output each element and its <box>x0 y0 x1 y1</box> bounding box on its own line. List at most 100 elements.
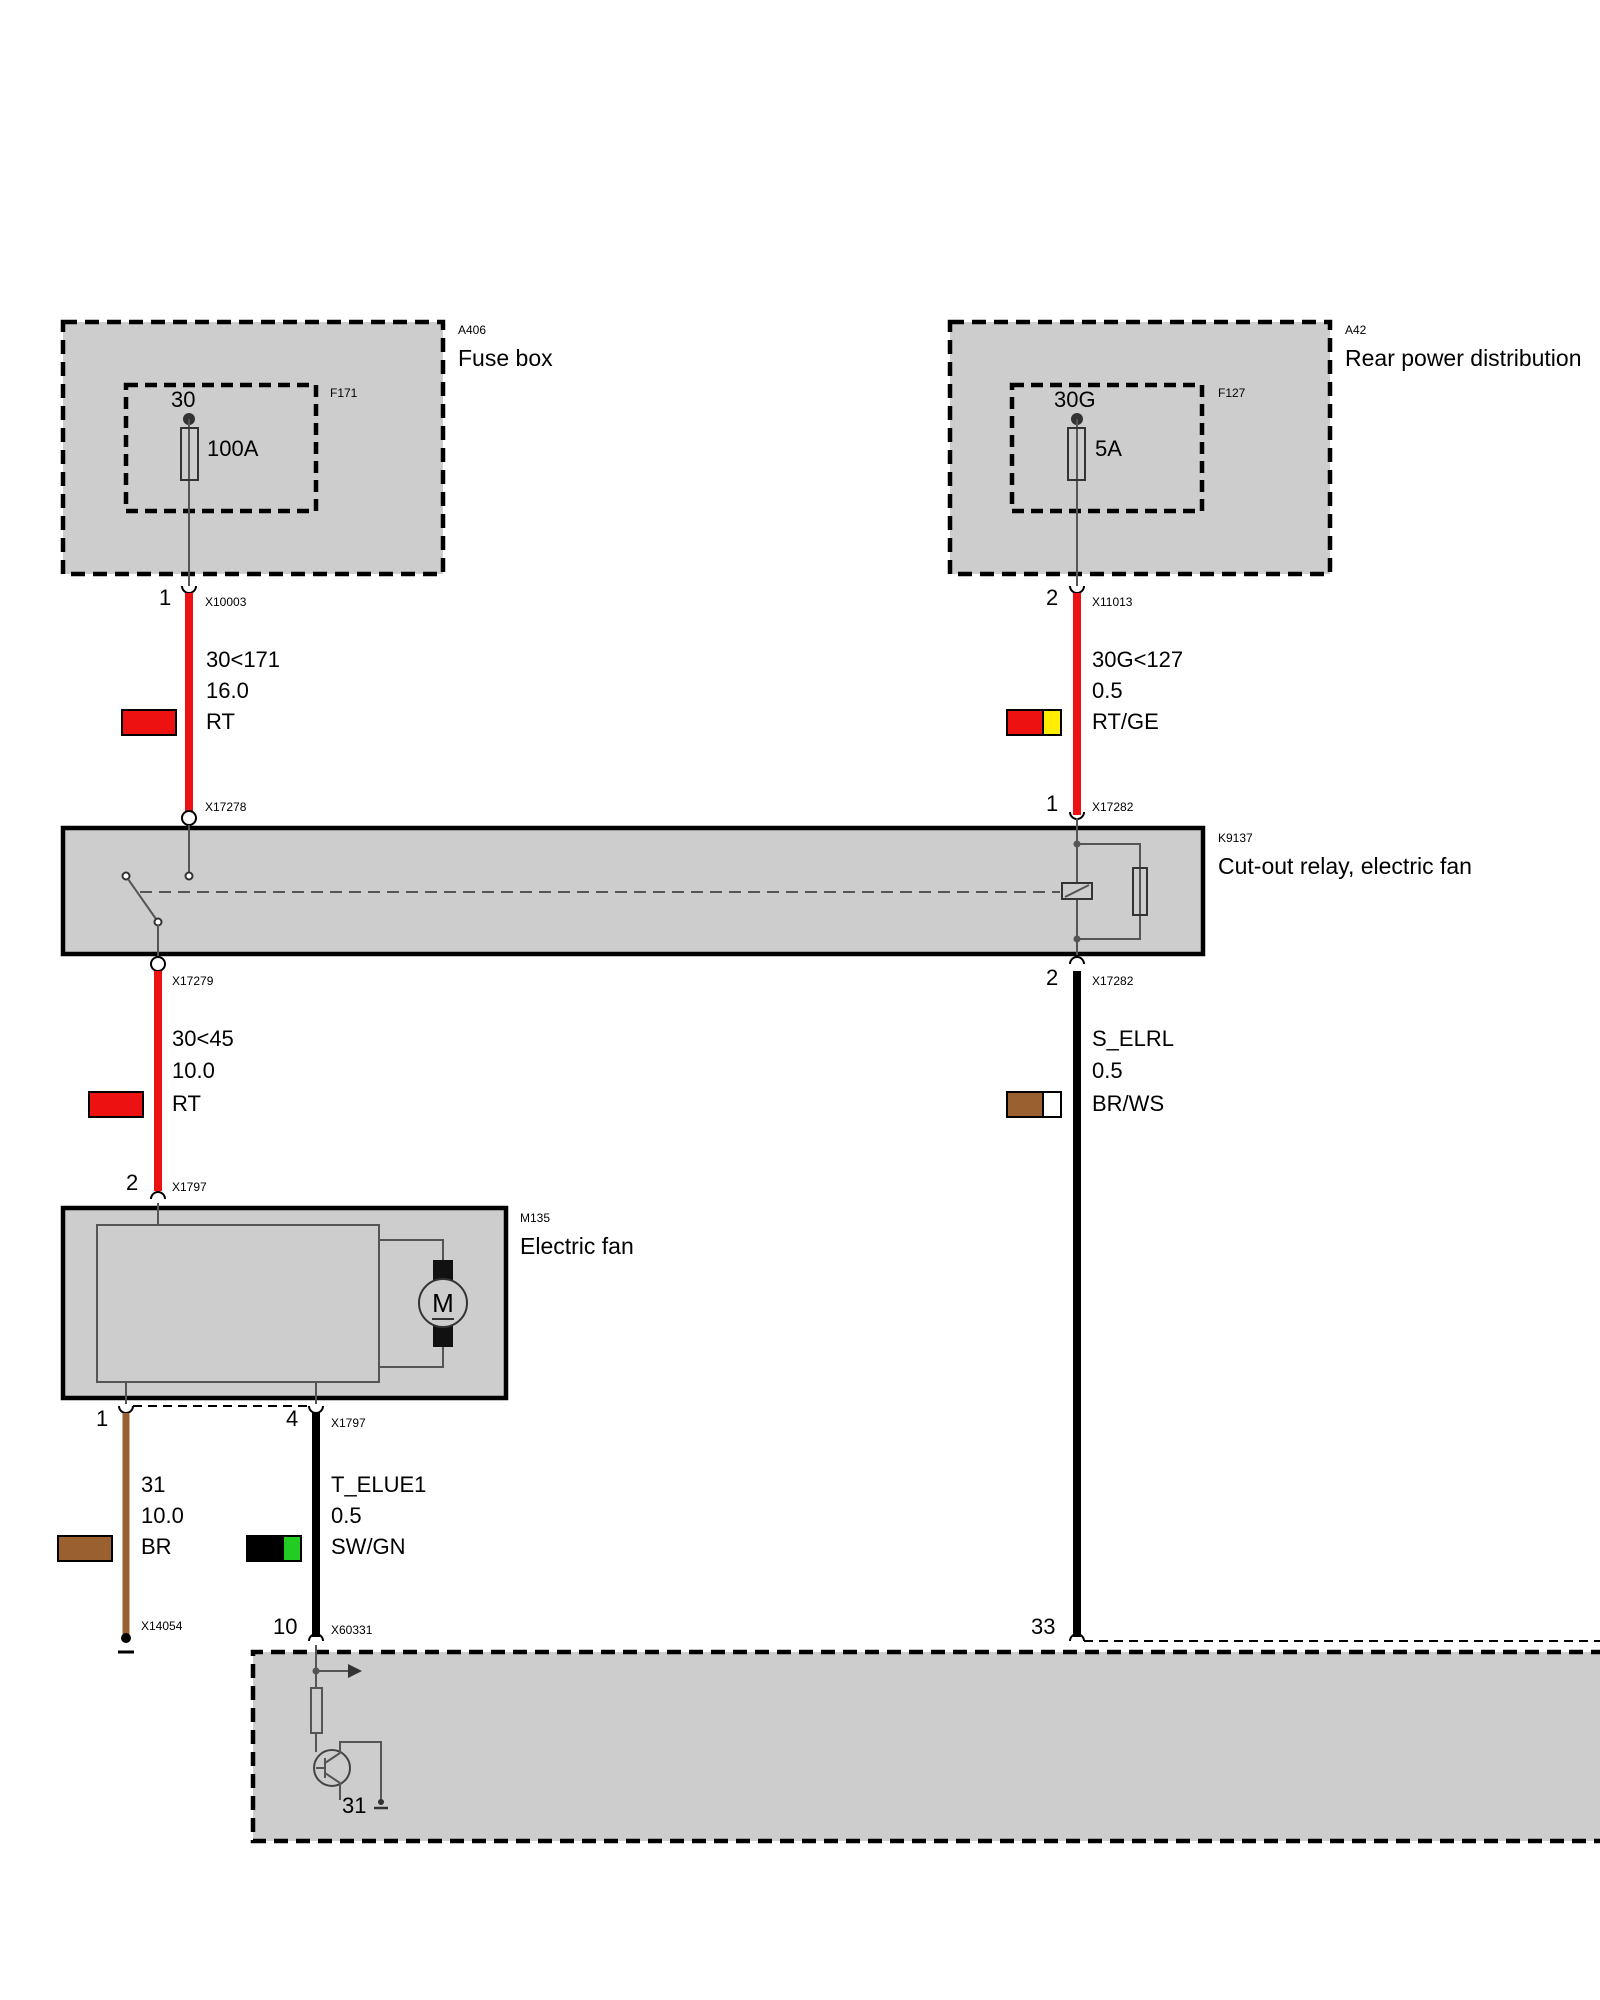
wire-30g-127-color-swatch-secondary <box>1042 709 1062 736</box>
fuse-f127-outline <box>1009 382 1205 514</box>
wire-31-gauge: 10.0 <box>141 1503 184 1528</box>
fuse-f127-terminal: 30G <box>1054 387 1096 412</box>
wire-s-elrl-color-swatch-primary <box>1006 1091 1044 1118</box>
connector-x17278-symbol <box>181 810 197 826</box>
wire-30-171-color-swatch <box>121 709 177 736</box>
wire-30g-127-signal: 30G<127 <box>1092 647 1183 672</box>
wire-s-elrl-color-code: BR/WS <box>1092 1091 1164 1116</box>
wire-s-elrl-signal: S_ELRL <box>1092 1026 1174 1051</box>
wire-30-45-signal: 30<45 <box>172 1026 234 1051</box>
fuse-f127-id: F127 <box>1218 386 1246 400</box>
control-unit-ground-dot <box>378 1799 384 1805</box>
connector-x1797-in-pin: 2 <box>126 1170 138 1195</box>
connector-x10003-id: X10003 <box>205 595 247 609</box>
fan-motor-label: M <box>432 1288 454 1318</box>
connector-x17279-symbol <box>150 956 166 972</box>
control-unit-outline <box>250 1649 1600 1844</box>
connector-x17282-out-pin: 2 <box>1046 965 1058 990</box>
fan-id: M135 <box>520 1211 550 1225</box>
wire-30-171-signal: 30<171 <box>206 647 280 672</box>
rear-power-outline <box>947 319 1333 577</box>
wire-t-elue1-color-swatch-primary <box>246 1535 284 1562</box>
control-unit[interactable]: 10 X60331 33 31 <box>250 1614 1600 1844</box>
wire-s-elrl-gauge: 0.5 <box>1092 1058 1123 1083</box>
relay-switch-fixed-contact <box>184 871 194 881</box>
connector-x1797-out-left-symbol <box>118 1405 134 1414</box>
control-unit-transistor-collector <box>324 1752 341 1764</box>
connector-x10003-symbol <box>181 585 197 594</box>
wire-30g-127-color-code: RT/GE <box>1092 709 1159 734</box>
rear-power-distribution-a42[interactable]: A42 Rear power distribution F127 30G 5A <box>947 319 1582 586</box>
fuse-f127-symbol <box>1067 427 1086 481</box>
relay-id: K9137 <box>1218 831 1253 845</box>
connector-x60331-right-symbol <box>1069 1633 1085 1642</box>
fan-motor-brush-bottom <box>433 1322 453 1347</box>
relay-outline <box>60 825 1206 957</box>
fuse-f171-outline <box>123 382 319 514</box>
fuse-f171-symbol <box>180 427 199 481</box>
connector-x11013-id: X11013 <box>1092 595 1133 609</box>
wire-31-ground[interactable]: 31 10.0 BR X14054 <box>57 1413 184 1654</box>
wire-t-elue1[interactable]: T_ELUE1 0.5 SW/GN <box>246 1413 426 1637</box>
connector-x60331-id: X60331 <box>331 1623 373 1637</box>
fuse-box-id: A406 <box>458 323 486 337</box>
connector-x17282-out-symbol <box>1069 956 1085 965</box>
fan-name: Electric fan <box>520 1233 634 1259</box>
wire-t-elue1-gauge: 0.5 <box>331 1503 362 1528</box>
control-unit-ground-label: 31 <box>342 1793 366 1818</box>
relay-switch-arm <box>127 878 157 920</box>
connector-x1797-in-symbol <box>150 1191 166 1200</box>
relay-switch-open-contact <box>121 871 131 881</box>
wire-30g-127[interactable]: 2 X11013 30G<127 0.5 RT/GE <box>1006 585 1183 815</box>
connector-x1797-in-id: X1797 <box>172 1180 207 1194</box>
wire-30-45[interactable]: 30<45 10.0 RT <box>88 971 234 1191</box>
fuse-f171-id: F171 <box>330 386 358 400</box>
wire-31-color-code: BR <box>141 1534 172 1559</box>
electric-fan-m135[interactable]: 2 X1797 M135 Electric fan M 1 4 X1797 <box>60 1170 634 1431</box>
fuse-box-outline <box>60 319 446 577</box>
connector-x1797-out-pin-left: 1 <box>96 1406 108 1431</box>
relay-k9137[interactable]: K9137 Cut-out relay, electric fan X17278… <box>60 791 1472 990</box>
fan-control-module <box>96 1224 380 1383</box>
control-unit-transistor-emitter <box>324 1772 341 1784</box>
fuse-f171-terminal: 30 <box>171 387 195 412</box>
connector-x60331-pin-left: 10 <box>273 1614 297 1639</box>
connector-x10003-pin: 1 <box>159 585 171 610</box>
connector-x60331-pin-right: 33 <box>1031 1614 1055 1639</box>
connector-x1797-out-right-symbol <box>308 1405 324 1414</box>
wire-t-elue1-color-swatch-secondary <box>282 1535 302 1562</box>
wire-s-elrl[interactable]: S_ELRL 0.5 BR/WS <box>1006 971 1174 1637</box>
fuse-box-a406[interactable]: A406 Fuse box F171 30 100A <box>60 319 553 586</box>
connector-x11013-pin: 2 <box>1046 585 1058 610</box>
wire-t-elue1-color-code: SW/GN <box>331 1534 406 1559</box>
fuse-f127-rating: 5A <box>1095 436 1122 461</box>
relay-resistor-symbol <box>1132 867 1148 916</box>
wire-31-color-swatch <box>57 1535 113 1562</box>
control-unit-ground-lead <box>339 1741 382 1800</box>
fuse-f171-rating: 100A <box>207 436 259 461</box>
wire-t-elue1-signal: T_ELUE1 <box>331 1472 426 1497</box>
rear-power-name: Rear power distribution <box>1345 345 1582 371</box>
control-unit-signal-arrow-head <box>348 1664 362 1678</box>
connector-x60331-left-symbol <box>308 1633 324 1642</box>
connector-x1797-out-pin-right: 4 <box>286 1406 298 1431</box>
ground-x14054-dot <box>121 1633 131 1643</box>
wire-30g-127-color-swatch-primary <box>1006 709 1044 736</box>
connector-x1797-out-id: X1797 <box>331 1416 366 1430</box>
wire-30-171[interactable]: 1 X10003 30<171 16.0 RT <box>121 585 280 812</box>
relay-switch-pivot <box>153 917 163 927</box>
relay-name: Cut-out relay, electric fan <box>1218 853 1472 879</box>
wire-30-171-color-code: RT <box>206 709 235 734</box>
wire-30-45-gauge: 10.0 <box>172 1058 215 1083</box>
ground-x14054-id: X14054 <box>141 1619 183 1633</box>
relay-diode-branch <box>1077 843 1141 940</box>
wire-30-45-color-code: RT <box>172 1091 201 1116</box>
connector-x17278-id: X17278 <box>205 800 247 814</box>
fan-motor-symbol <box>418 1278 468 1328</box>
wire-31-signal: 31 <box>141 1472 165 1497</box>
fuse-box-name: Fuse box <box>458 345 553 371</box>
rear-power-id: A42 <box>1345 323 1367 337</box>
connector-x17279-id: X17279 <box>172 974 214 988</box>
relay-coil-slash <box>1064 884 1090 898</box>
